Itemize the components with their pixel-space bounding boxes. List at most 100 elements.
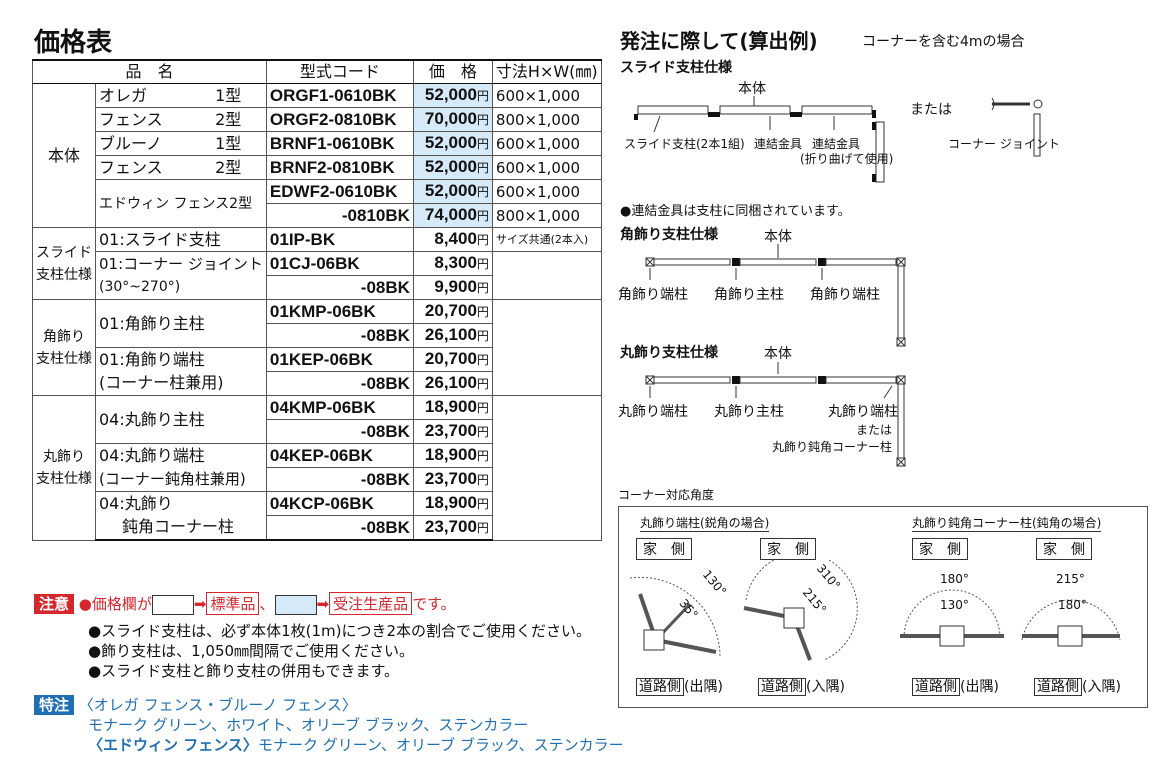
angle-130: 130° [940, 598, 969, 612]
label-slide-post: スライド支柱(2本1組) [624, 137, 745, 151]
house-side-label: 家 側 [912, 538, 968, 560]
size-cell: サイズ共通(2本入) [491, 227, 602, 252]
blue-box [274, 594, 317, 615]
table-row: 04:丸飾り 04KCP-06BK 18,900円 [33, 491, 602, 516]
price-cell: 26,100円 [412, 323, 493, 348]
house-side-label: 家 側 [636, 538, 692, 560]
price-cell: 23,700円 [412, 515, 493, 541]
table-row: 04:丸飾り端柱 04KEP-06BK 18,900円 [33, 443, 602, 468]
label-body: 本体 [764, 346, 792, 362]
arrow-icon: ➡ [193, 595, 207, 613]
price-cell: 20,700円 [412, 347, 493, 372]
size-cell [491, 395, 602, 541]
price-cell: 23,700円 [412, 467, 493, 492]
label-maru-main: 丸飾り主柱 [714, 404, 784, 420]
angle-box-title: 丸飾り端柱(鋭角の場合) [640, 516, 770, 532]
maru-title: 丸飾り支柱仕様 [620, 345, 718, 361]
arrow-icon: ➡ [316, 595, 330, 613]
model-code: 01KMP-06BK [265, 299, 414, 324]
product-name: 04:丸飾り端柱 [95, 443, 267, 468]
price-cell: 52,000円 [412, 83, 493, 108]
product-type: 1型 [212, 131, 267, 156]
table-row: 01:コーナー ジョイント 01CJ-06BK 8,300円 [33, 251, 602, 300]
house-side-label: 家 側 [1036, 538, 1092, 560]
model-code: EDWF2-0610BK [265, 179, 414, 204]
table-row: フェンス 2型 BRNF2-0810BK 52,000円 600×1,000 [33, 155, 602, 180]
price-cell: 52,000円 [412, 131, 493, 156]
size-cell: 800×1,000 [491, 107, 602, 132]
category-kaku: 角飾り支柱仕様 [32, 299, 96, 396]
product-name: (コーナー柱兼用) [95, 371, 267, 396]
product-name: 01:角飾り端柱 [95, 347, 267, 372]
angle-180: 180° [1058, 598, 1087, 612]
note-text: ●スライド支柱と飾り支柱の併用もできます。 [88, 662, 399, 680]
note-text: ●飾り支柱は、1,050㎜間隔でご使用ください。 [88, 642, 415, 660]
product-name: 04:丸飾り主柱 [95, 395, 267, 444]
model-code: -08BK [265, 515, 414, 541]
product-name: 04:丸飾り [95, 491, 267, 516]
price-cell: 70,000円 [412, 107, 493, 132]
order-title: 発注に際して(算出例) [620, 29, 818, 53]
model-code: 04KMP-06BK [265, 395, 414, 420]
special-text: モナーク グリーン、ホワイト、オリーブ ブラック、ステンカラー [88, 716, 529, 734]
header-code: 型式コード [265, 59, 414, 84]
special-order: 特注 〈オレガ フェンス・ブルーノ フェンス〉 [34, 694, 357, 715]
category-body: 本体 [32, 83, 96, 228]
label-body: 本体 [738, 81, 766, 97]
table-row: 丸飾り支柱仕様 04:丸飾り主柱 04KMP-06BK 18,900円 [32, 395, 602, 541]
product-name: 01:コーナー ジョイント [95, 251, 267, 276]
size-cell [491, 299, 602, 396]
header-price: 価 格 [412, 59, 493, 84]
price-cell: 8,300円 [412, 251, 493, 276]
angle-box-title: 丸飾り鈍角コーナー柱(鈍角の場合) [912, 516, 1102, 532]
model-code: 04KEP-06BK [265, 443, 414, 468]
price-cell: 52,000円 [412, 179, 493, 204]
product-name: 01:角飾り主柱 [95, 299, 267, 348]
angle-box [618, 506, 1148, 708]
price-cell: 18,900円 [412, 491, 493, 516]
price-cell: 9,900円 [412, 275, 493, 300]
label-connector: 連結金具 [754, 137, 803, 151]
table-row: 01:角飾り端柱 01KEP-06BK 20,700円 [33, 347, 602, 372]
road-side-label: 道路側(入隅) [758, 676, 845, 696]
maru-diagram [645, 362, 906, 467]
label-maru-obtuse: 丸飾り鈍角コーナー柱 [772, 440, 893, 454]
table-row: エドウィン フェンス2型 EDWF2-0610BK 52,000円 600×1,… [33, 179, 602, 228]
size-cell: 800×1,000 [491, 203, 602, 228]
road-side-label: 道路側(入隅) [1034, 676, 1121, 696]
angle-180: 180° [940, 572, 969, 586]
product-name: ブルーノ [95, 131, 213, 156]
price-cell: 23,700円 [412, 419, 493, 444]
kaku-diagram [645, 244, 906, 347]
header-name: 品 名 [32, 59, 267, 84]
label-kaku-end: 角飾り端柱 [810, 287, 880, 303]
product-name: 鈍角コーナー柱 [95, 515, 267, 541]
model-code: ORGF2-0810BK [265, 107, 414, 132]
price-cell: 18,900円 [412, 443, 493, 468]
model-code: -08BK [265, 419, 414, 444]
table-row: ブルーノ 1型 BRNF1-0610BK 52,000円 600×1,000 [33, 131, 602, 156]
category-maru: 丸飾り支柱仕様 [32, 395, 96, 541]
model-code: -0810BK [265, 203, 414, 228]
kaku-title: 角飾り支柱仕様 [620, 227, 718, 243]
category-slide: スライド支柱仕様 [32, 227, 96, 300]
product-name: オレガ [95, 83, 213, 108]
label-connector-note: (折り曲げて使用) [800, 152, 894, 166]
table-row: 鈍角コーナー柱 -08BK 23,700円 [33, 515, 602, 541]
price-cell: 18,900円 [412, 395, 493, 420]
label-corner-joint: コーナー ジョイント [948, 137, 1060, 151]
table-row: -08BK 26,100円 [33, 323, 602, 348]
label-or: または [910, 102, 952, 118]
angle-215: 215° [1056, 572, 1085, 586]
table-row: 角飾り支柱仕様 01:角飾り主柱 01KMP-06BK 20,700円 [32, 299, 602, 396]
table-row: フェンス 2型 ORGF2-0810BK 70,000円 800×1,000 [33, 107, 602, 132]
table-row: スライド支柱仕様 01:スライド支柱 01IP-BK 8,400円 サイズ共通(… [32, 227, 602, 300]
angle-title: コーナー対応角度 [618, 488, 715, 502]
model-code: 01KEP-06BK [265, 347, 414, 372]
price-cell: 74,000円 [412, 203, 493, 228]
header-size: 寸法H×W(㎜) [491, 59, 602, 84]
product-name: フェンス [95, 107, 213, 132]
model-code: -08BK [265, 467, 414, 492]
white-box [151, 594, 194, 615]
product-type: 2型 [212, 107, 267, 132]
